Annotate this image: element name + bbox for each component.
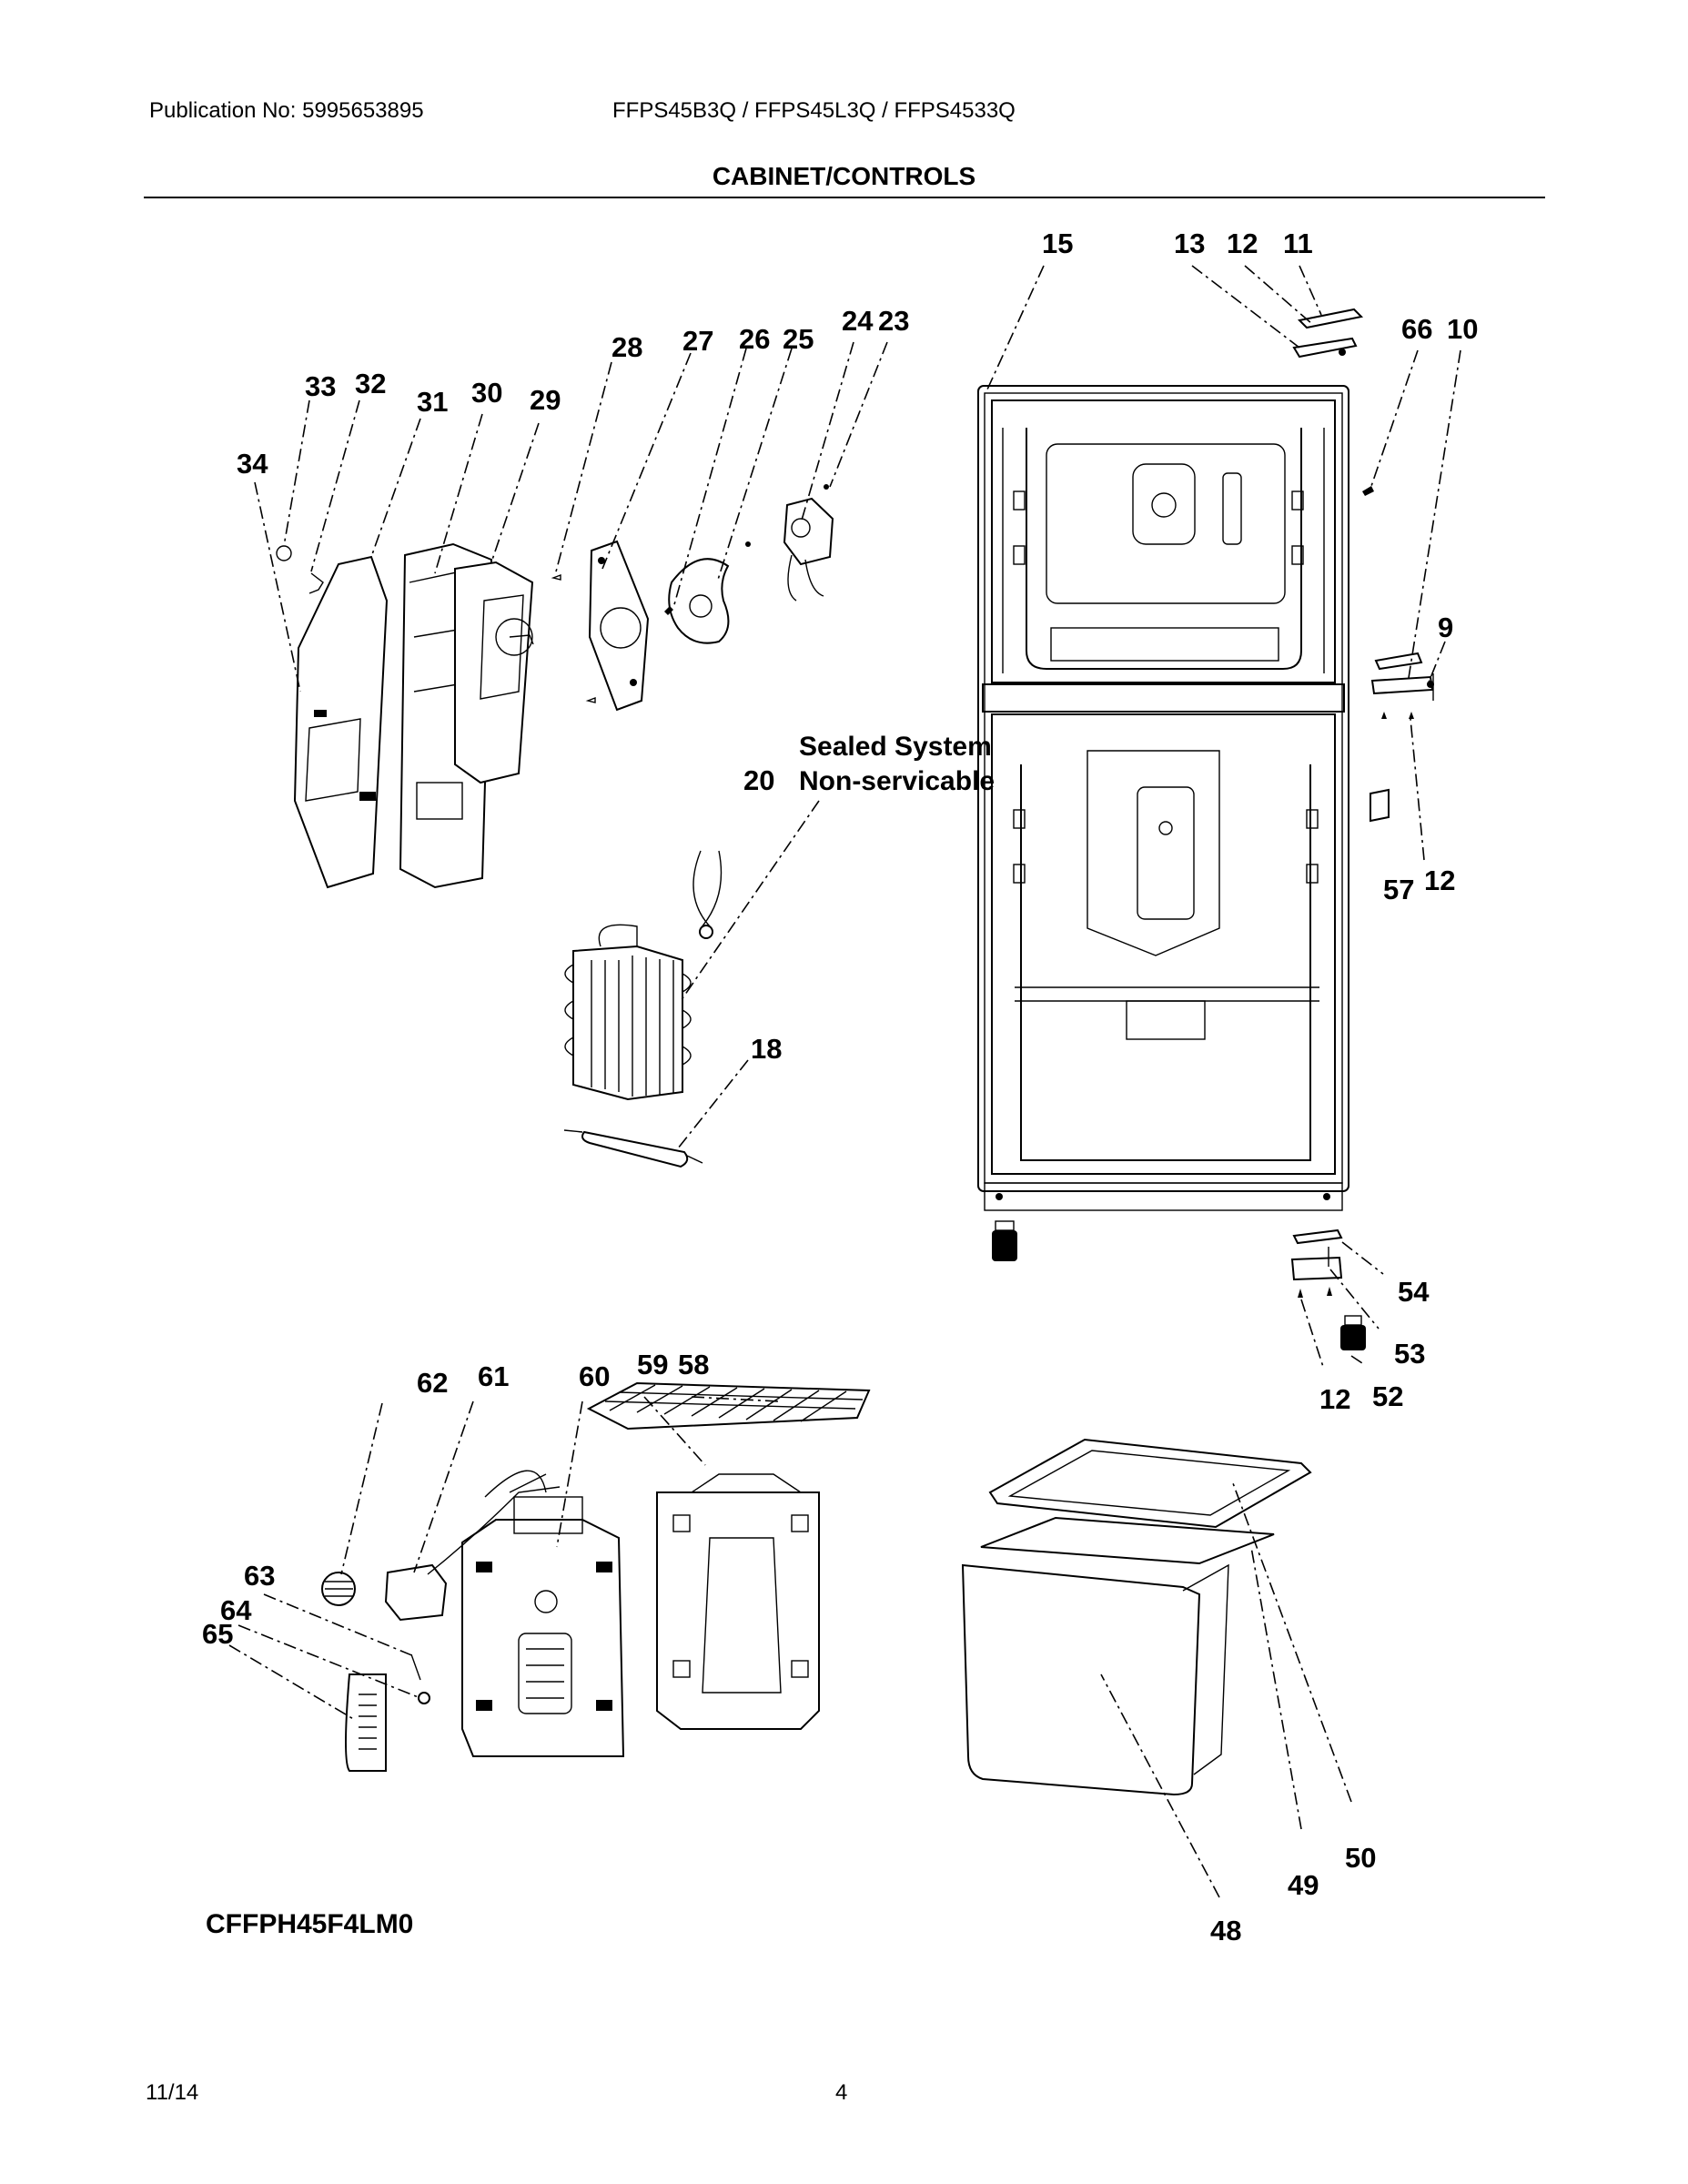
callout-57: 57 bbox=[1383, 874, 1414, 905]
callout-50: 50 bbox=[1345, 1842, 1376, 1874]
callout-60: 60 bbox=[579, 1360, 610, 1392]
callout-20: 20 bbox=[743, 764, 774, 796]
ice-container-assembly bbox=[461, 1470, 820, 1757]
callout-26: 26 bbox=[739, 323, 770, 355]
callout-11: 11 bbox=[1283, 228, 1313, 259]
control-housing-assembly bbox=[276, 542, 534, 889]
callout-64: 64 bbox=[220, 1594, 252, 1626]
callout-31: 31 bbox=[417, 386, 448, 418]
callout-32: 32 bbox=[355, 368, 386, 399]
callout-53: 53 bbox=[1394, 1338, 1425, 1370]
callout-27: 27 bbox=[682, 325, 713, 357]
model-code: CFFPH45F4LM0 bbox=[206, 1909, 414, 1939]
callout-54: 54 bbox=[1398, 1276, 1430, 1308]
fan-motor-assembly bbox=[551, 484, 834, 712]
middle-hinge-parts bbox=[1370, 652, 1434, 719]
callout-34: 34 bbox=[237, 448, 268, 480]
callout-12-bottom: 12 bbox=[1319, 1383, 1350, 1415]
callout-13: 13 bbox=[1174, 228, 1205, 259]
callout-12: 12 bbox=[1227, 228, 1258, 259]
top-hinge-parts bbox=[1292, 308, 1364, 359]
callout-28: 28 bbox=[612, 331, 642, 363]
page-number: 4 bbox=[835, 2080, 848, 2105]
callout-24: 24 bbox=[842, 305, 874, 337]
crisper-drawer-assembly bbox=[961, 1438, 1312, 1796]
callout-labels: 15 13 12 11 66 10 28 27 26 25 24 23 33 3… bbox=[202, 228, 1478, 1946]
callout-25: 25 bbox=[783, 323, 814, 355]
leader-lines bbox=[228, 265, 1461, 1898]
callout-59: 59 bbox=[637, 1349, 668, 1380]
sealed-system-line2: Non-servicable bbox=[799, 766, 995, 796]
wire-shelf bbox=[586, 1381, 871, 1431]
callout-23: 23 bbox=[878, 305, 909, 337]
callout-65: 65 bbox=[202, 1618, 233, 1650]
sealed-system-line1: Sealed System bbox=[799, 732, 992, 762]
callout-62: 62 bbox=[417, 1367, 448, 1399]
callout-12-mid: 12 bbox=[1424, 864, 1455, 896]
callout-15: 15 bbox=[1042, 228, 1073, 259]
callout-48: 48 bbox=[1210, 1915, 1241, 1946]
callout-30: 30 bbox=[471, 377, 502, 409]
callout-49: 49 bbox=[1288, 1869, 1319, 1901]
footer-date: 11/14 bbox=[146, 2080, 199, 2105]
section-title: CABINET/CONTROLS bbox=[712, 162, 976, 190]
callout-9: 9 bbox=[1438, 612, 1453, 643]
callout-52: 52 bbox=[1372, 1380, 1403, 1412]
callout-66: 66 bbox=[1401, 313, 1432, 345]
evaporator-assembly bbox=[563, 850, 723, 1168]
header-rule bbox=[144, 197, 1545, 198]
callout-10: 10 bbox=[1447, 313, 1478, 345]
cabinet-assembly bbox=[977, 385, 1349, 1211]
model-numbers: FFPS45B3Q / FFPS45L3Q / FFPS4533Q bbox=[612, 98, 1016, 123]
callout-58: 58 bbox=[678, 1349, 709, 1380]
callout-18: 18 bbox=[751, 1033, 782, 1065]
callout-29: 29 bbox=[530, 384, 561, 416]
callout-63: 63 bbox=[244, 1560, 275, 1592]
bottom-hinge-parts bbox=[992, 1220, 1366, 1350]
publication-number: Publication No: 5995653895 bbox=[149, 98, 424, 123]
light-switch-assembly bbox=[321, 1486, 561, 1772]
callout-33: 33 bbox=[305, 370, 336, 402]
callout-61: 61 bbox=[478, 1360, 509, 1392]
